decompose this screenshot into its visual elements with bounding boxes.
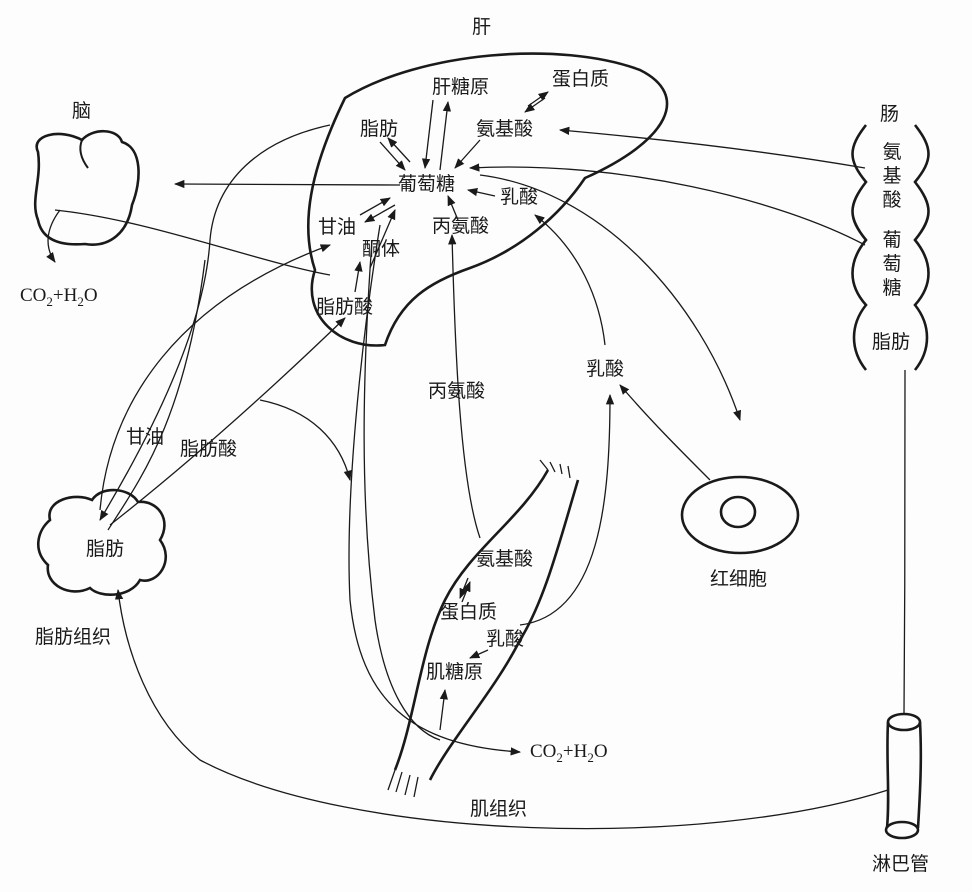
blood-fatty-acid: 脂肪酸 — [180, 438, 238, 460]
muscle-co2-h2o: CO2+H2O — [530, 741, 608, 765]
intestine-amino-acid: 氨基酸 — [882, 141, 902, 211]
liver-glycerol: 甘油 — [318, 216, 357, 238]
brain-label: 脑 — [72, 100, 92, 122]
liver-fat: 脂肪 — [360, 118, 399, 140]
adipose-fat: 脂肪 — [86, 538, 125, 560]
rbc-outline — [680, 475, 800, 555]
blood-alanine: 丙氨酸 — [428, 380, 486, 402]
blood-lactate: 乳酸 — [586, 358, 625, 380]
muscle-amino-acid: 氨基酸 — [476, 548, 534, 570]
brain-co2-h2o: CO2+H2O — [20, 285, 98, 309]
intestine-glucose: 葡萄糖 — [882, 229, 902, 299]
lymph-label: 淋巴管 — [872, 853, 930, 875]
muscle-outline-right — [428, 479, 580, 781]
lymph-top — [886, 712, 922, 732]
muscle-glycogen: 肌糖原 — [426, 661, 484, 683]
intestine-fat: 脂肪 — [872, 331, 911, 353]
intestine-right-wall — [913, 124, 930, 371]
intestine-label: 肠 — [880, 103, 900, 125]
liver-outline — [306, 52, 669, 347]
intestine-left-wall — [851, 124, 868, 371]
liver-label: 肝 — [472, 16, 492, 38]
liver-glycogen: 肝糖原 — [432, 76, 490, 98]
adipose-label: 脂肪组织 — [35, 626, 112, 648]
adipose-outline — [37, 488, 167, 597]
muscle-label: 肌组织 — [470, 798, 528, 820]
rbc-label: 红细胞 — [710, 568, 768, 590]
liver-protein: 蛋白质 — [552, 68, 610, 90]
liver-alanine: 丙氨酸 — [432, 215, 490, 237]
liver-ketone: 酮体 — [362, 238, 401, 260]
lymph-bottom — [884, 820, 920, 840]
muscle-lactate: 乳酸 — [486, 628, 525, 650]
liver-amino-acid: 氨基酸 — [476, 118, 534, 140]
brain-outline — [33, 129, 140, 246]
muscle-outline-left — [393, 469, 550, 771]
blood-glycerol: 甘油 — [126, 426, 165, 448]
liver-fatty-acid: 脂肪酸 — [316, 296, 374, 318]
liver-glucose: 葡萄糖 — [398, 173, 456, 195]
liver-lactate: 乳酸 — [500, 186, 539, 208]
muscle-protein: 蛋白质 — [440, 601, 498, 623]
rbc-nucleus — [719, 495, 757, 529]
